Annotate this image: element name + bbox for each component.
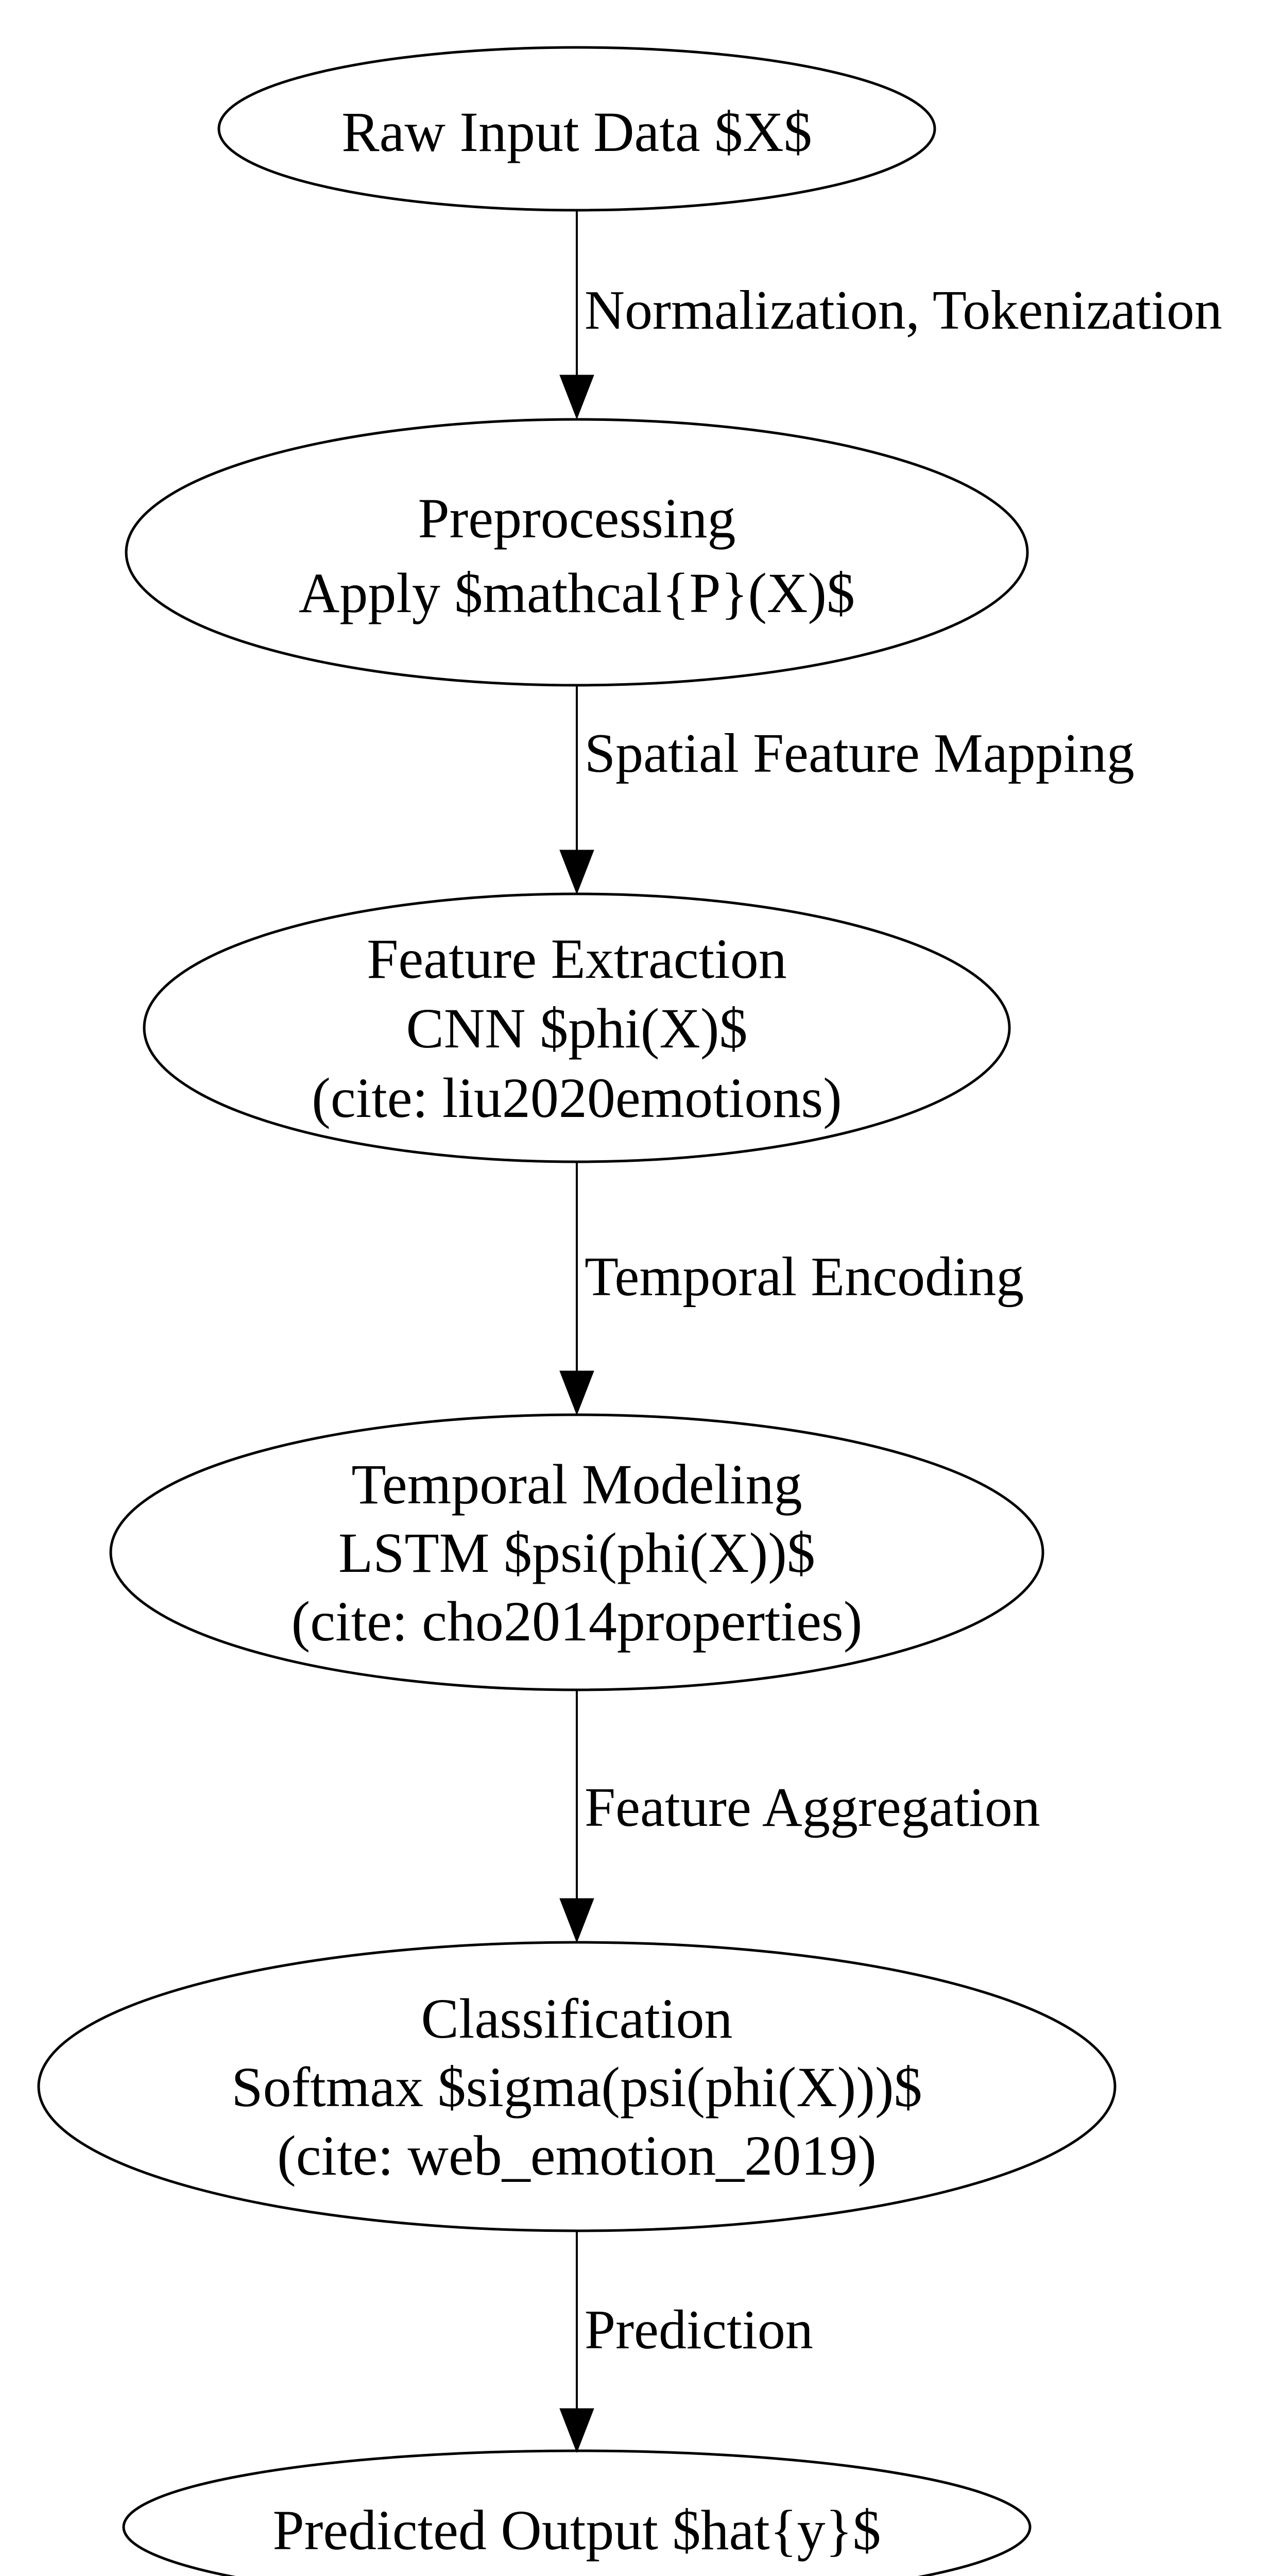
node-temporal-modeling-label-line2: LSTM $psi(phi(X))$ bbox=[338, 1521, 815, 1584]
node-classification-label-line1: Classification bbox=[421, 1987, 733, 2050]
arrowhead-icon bbox=[559, 2408, 594, 2453]
node-temporal-modeling-label-line3: (cite: cho2014properties) bbox=[291, 1590, 863, 1653]
node-classification bbox=[37, 1941, 1117, 2232]
edge-label-normalization-tokenization: Normalization, Tokenization bbox=[585, 280, 1222, 341]
node-feature-extraction-label-line1: Feature Extraction bbox=[367, 927, 787, 990]
node-preprocessing-label-line2: Apply $mathcal{P}(X)$ bbox=[299, 562, 855, 624]
node-temporal-modeling-label-line1: Temporal Modeling bbox=[351, 1453, 802, 1516]
node-classification-label-line3: (cite: web_emotion_2019) bbox=[277, 2124, 877, 2187]
arrowhead-icon bbox=[559, 1370, 594, 1416]
edge-label-spatial-feature-mapping: Spatial Feature Mapping bbox=[585, 723, 1135, 784]
node-feature-extraction-label-line3: (cite: liu2020emotions) bbox=[312, 1066, 842, 1129]
edge-label-feature-aggregation: Feature Aggregation bbox=[585, 1777, 1040, 1838]
arrowhead-icon bbox=[559, 850, 594, 895]
node-temporal-modeling bbox=[109, 1413, 1044, 1691]
node-raw-input-data-label: Raw Input Data $X$ bbox=[341, 100, 812, 163]
node-feature-extraction-label-line2: CNN $phi(X)$ bbox=[406, 997, 747, 1060]
node-raw-input-data bbox=[217, 46, 936, 212]
arrowhead-icon bbox=[559, 375, 594, 420]
node-predicted-output-label: Predicted Output $hat{y}$ bbox=[273, 2499, 881, 2562]
edge-label-prediction: Prediction bbox=[585, 2299, 813, 2361]
node-classification-label-line2: Softmax $sigma(psi(phi(X)))$ bbox=[231, 2056, 922, 2119]
node-preprocessing-label-line1: Preprocessing bbox=[418, 487, 735, 550]
node-predicted-output bbox=[122, 2449, 1032, 2576]
edge-label-temporal-encoding: Temporal Encoding bbox=[585, 1246, 1024, 1308]
node-feature-extraction bbox=[143, 892, 1011, 1163]
node-preprocessing bbox=[125, 418, 1029, 687]
arrowhead-icon bbox=[559, 1898, 594, 1943]
